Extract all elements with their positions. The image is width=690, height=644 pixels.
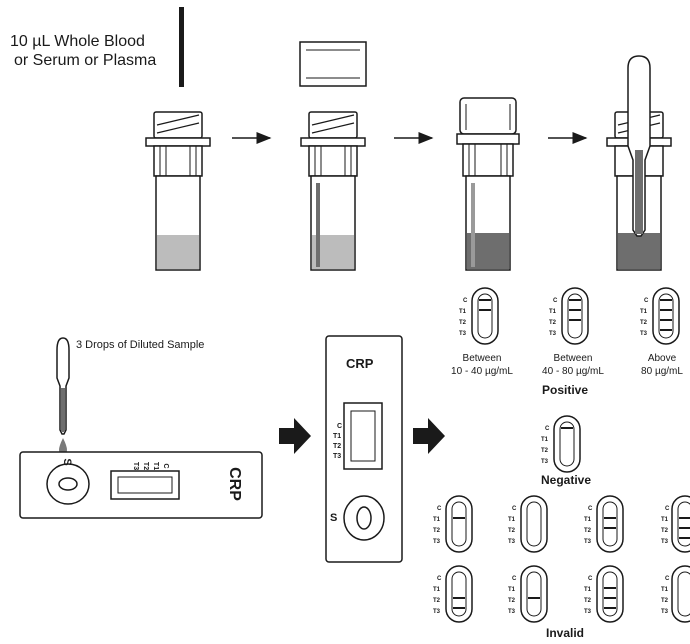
buffer-tube-2 — [300, 111, 366, 271]
svg-text:T2: T2 — [541, 448, 549, 454]
positive-range-3-line1: Above — [648, 353, 677, 364]
svg-text:T2: T2 — [640, 320, 648, 326]
sample-label-line1: 10 µL Whole Blood — [10, 33, 145, 50]
svg-text:T3: T3 — [433, 609, 441, 615]
negative-strip: C T1 T2 T3 — [541, 415, 581, 473]
positive-strip-3: C T1 T2 T3 — [640, 287, 680, 345]
removed-cap — [299, 41, 367, 87]
invalid-strip-5: C T1 T2 T3 — [433, 565, 473, 623]
sample-label-line2: or Serum or Plasma — [14, 52, 156, 69]
svg-text:T2: T2 — [508, 528, 516, 534]
horizontal-cassette — [19, 451, 263, 519]
svg-text:T2: T2 — [433, 598, 441, 604]
svg-text:T2: T2 — [584, 598, 592, 604]
invalid-strip-4: C T1 T2 T3 — [661, 495, 690, 553]
svg-text:C: C — [545, 426, 550, 432]
svg-text:T1: T1 — [508, 517, 516, 523]
vertical-label-c: C — [337, 423, 342, 430]
positive-range-1-line2: 10 - 40 µg/mL — [451, 366, 513, 377]
svg-text:T3: T3 — [640, 331, 648, 337]
block-arrow-2 — [413, 418, 445, 454]
vertical-label-t3: T3 — [333, 453, 341, 460]
svg-text:T2: T2 — [508, 598, 516, 604]
svg-text:T1: T1 — [640, 309, 648, 315]
svg-text:T3: T3 — [661, 609, 669, 615]
sample-dropper — [56, 337, 71, 465]
vertical-cassette-name: CRP — [346, 356, 374, 371]
svg-text:T1: T1 — [508, 587, 516, 593]
buffer-tube-1 — [145, 111, 211, 271]
svg-text:T1: T1 — [433, 517, 441, 523]
drops-label: 3 Drops of Diluted Sample — [76, 339, 204, 351]
vertical-label-t1: T1 — [333, 433, 341, 440]
svg-text:T3: T3 — [661, 539, 669, 545]
svg-text:T3: T3 — [584, 609, 592, 615]
svg-text:T3: T3 — [549, 331, 557, 337]
svg-text:T1: T1 — [459, 309, 467, 315]
block-arrow-1 — [279, 418, 311, 454]
svg-text:T3: T3 — [541, 459, 549, 465]
negative-heading: Negative — [541, 473, 591, 487]
svg-text:C: C — [588, 506, 593, 512]
svg-text:C: C — [463, 298, 468, 304]
vertical-cassette — [325, 335, 403, 563]
svg-text:C: C — [644, 298, 649, 304]
svg-text:C: C — [512, 576, 517, 582]
svg-text:T1: T1 — [584, 587, 592, 593]
svg-text:T2: T2 — [459, 320, 467, 326]
svg-text:T3: T3 — [584, 539, 592, 545]
invalid-strip-8: C T1 T2 T3 — [661, 565, 690, 623]
invalid-strip-1: C T1 T2 T3 — [433, 495, 473, 553]
svg-text:C: C — [437, 576, 442, 582]
svg-text:T3: T3 — [508, 539, 516, 545]
horizontal-label-t3: T3 — [132, 462, 139, 470]
horizontal-label-t2: T2 — [142, 462, 149, 470]
svg-text:T1: T1 — [433, 587, 441, 593]
horizontal-well-letter: S — [61, 458, 73, 465]
positive-heading: Positive — [542, 383, 588, 397]
invalid-strip-7: C T1 T2 T3 — [584, 565, 624, 623]
svg-text:C: C — [665, 576, 670, 582]
invalid-strip-2: C T1 T2 T3 — [508, 495, 548, 553]
horizontal-line-labels: C T1 T2 T3 — [132, 462, 169, 470]
vertical-line-labels: C T1 T2 T3 — [333, 423, 342, 460]
horizontal-label-c: C — [162, 463, 169, 468]
svg-text:T2: T2 — [433, 528, 441, 534]
svg-text:T3: T3 — [433, 539, 441, 545]
invalid-heading: Invalid — [546, 626, 584, 640]
horizontal-cassette-name: CRP — [226, 467, 243, 501]
svg-text:C: C — [665, 506, 670, 512]
svg-text:C: C — [512, 506, 517, 512]
positive-range-2-line2: 40 - 80 µg/mL — [542, 366, 604, 377]
svg-text:T1: T1 — [584, 517, 592, 523]
svg-text:C: C — [437, 506, 442, 512]
invalid-strip-3: C T1 T2 T3 — [584, 495, 624, 553]
horizontal-label-t1: T1 — [152, 462, 159, 470]
positive-strip-2: C T1 T2 T3 — [549, 287, 589, 345]
svg-text:C: C — [553, 298, 558, 304]
svg-text:T3: T3 — [508, 609, 516, 615]
svg-text:T2: T2 — [661, 598, 669, 604]
positive-strip-1: C T1 T2 T3 — [459, 287, 499, 345]
svg-text:T1: T1 — [541, 437, 549, 443]
svg-text:T3: T3 — [459, 331, 467, 337]
positive-range-2-line1: Between — [554, 353, 593, 364]
svg-text:T2: T2 — [549, 320, 557, 326]
svg-text:T1: T1 — [549, 309, 557, 315]
vertical-well-letter: S — [330, 512, 337, 524]
positive-range-3-line2: 80 µg/mL — [641, 366, 683, 377]
positive-range-1-line1: Between — [463, 353, 502, 364]
invalid-strip-6: C T1 T2 T3 — [508, 565, 548, 623]
svg-text:C: C — [588, 576, 593, 582]
capillary-tube — [179, 7, 184, 87]
svg-text:T1: T1 — [661, 587, 669, 593]
buffer-tube-3 — [456, 97, 520, 271]
vertical-label-t2: T2 — [333, 443, 341, 450]
svg-text:T2: T2 — [661, 528, 669, 534]
buffer-tube-4-dropper — [606, 55, 672, 271]
svg-text:T2: T2 — [584, 528, 592, 534]
svg-text:T1: T1 — [661, 517, 669, 523]
